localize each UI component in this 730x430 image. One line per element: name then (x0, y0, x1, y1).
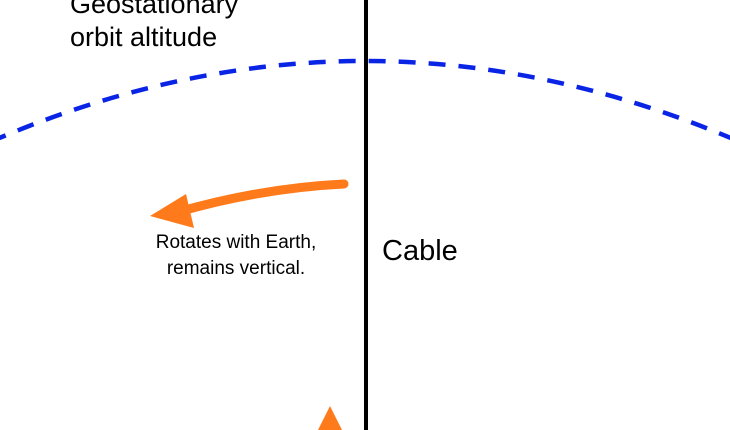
rotation-arrow-shaft (173, 179, 349, 217)
rotation-caption-line-2: remains vertical. (166, 258, 306, 279)
orbit-label-line-2: orbit altitude (70, 22, 218, 52)
rotation-caption: Rotates with Earth, remains vertical. (116, 230, 356, 282)
orbit-label-line-1: Geostationary (70, 0, 239, 19)
rotation-arrow-head (150, 194, 194, 228)
upward-arrow-head (318, 406, 342, 430)
rotation-caption-line-1: Rotates with Earth, (155, 232, 317, 253)
cable-label: Cable (382, 235, 458, 267)
orbit-altitude-label: Geostationary orbit altitude (70, 0, 238, 54)
